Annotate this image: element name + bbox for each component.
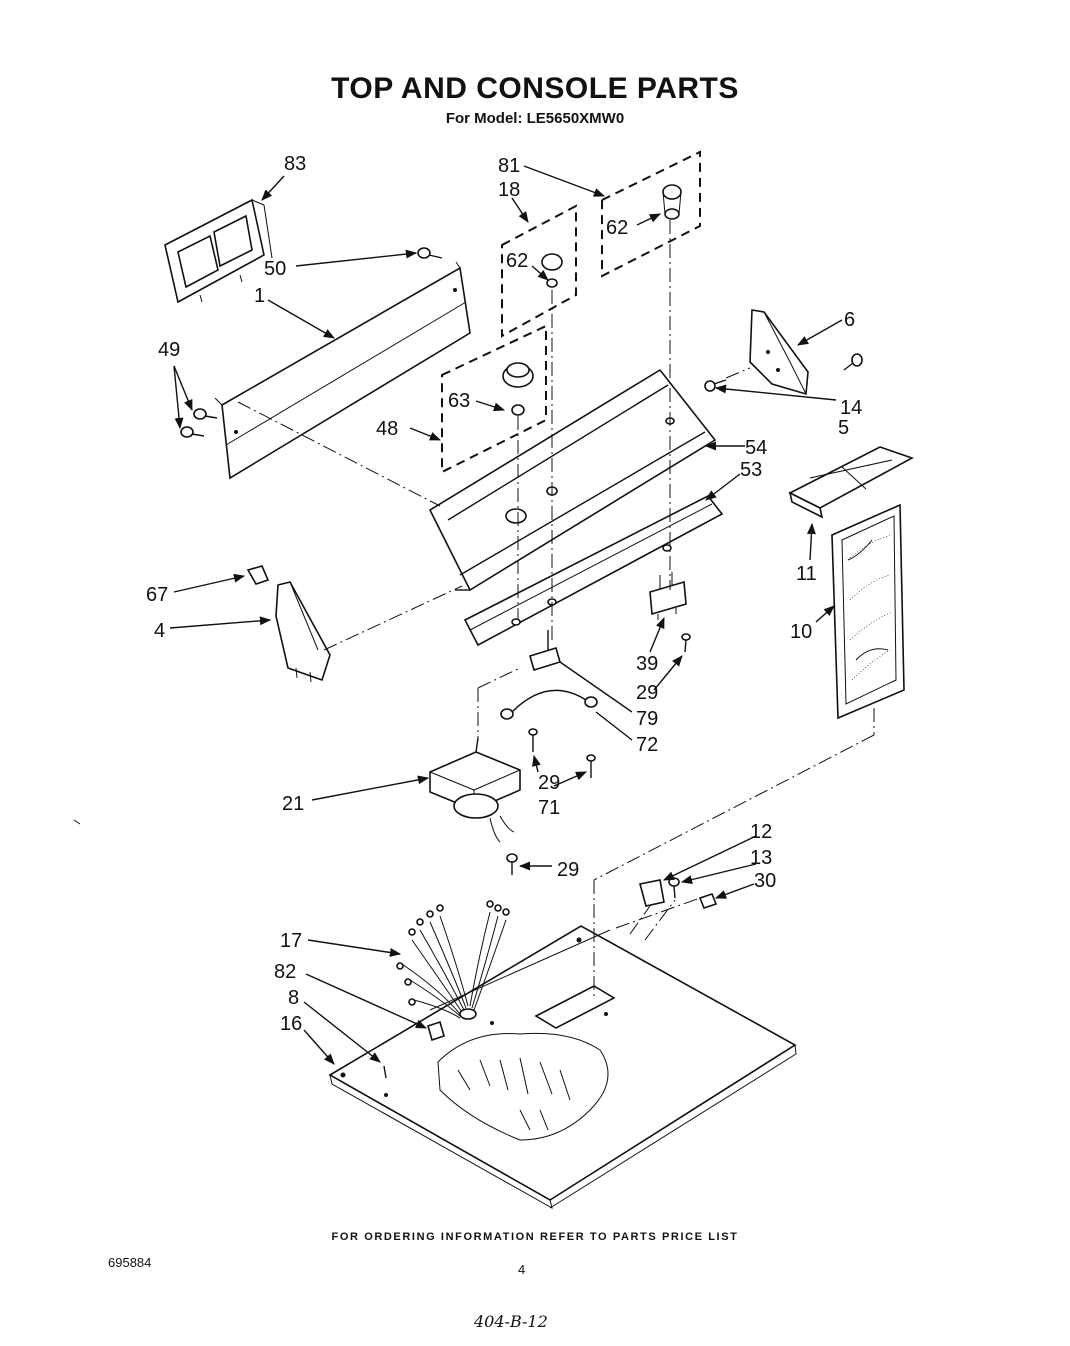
callout-54: 54 (745, 437, 767, 459)
nut-30 (698, 893, 718, 909)
dashed-box-18 (501, 204, 577, 338)
callout-29-timer: 29 (557, 859, 579, 881)
knob-63 (502, 362, 534, 416)
callout-18: 18 (498, 179, 520, 201)
screw-14 (843, 353, 863, 371)
part-4-end-cap (275, 581, 331, 683)
callout-4: 4 (154, 620, 165, 642)
document-number: 695884 (108, 1255, 152, 1270)
part-6-end-bracket (749, 309, 809, 396)
callout-1: 1 (254, 285, 265, 307)
part-79-bracket (529, 630, 561, 672)
page-title: TOP AND CONSOLE PARTS (331, 72, 739, 105)
screw-29-timer (506, 853, 518, 875)
callout-49: 49 (158, 339, 180, 361)
part-53-lower-channel (463, 494, 724, 647)
part-17-wire-harness (396, 900, 510, 1020)
part-10-lint-filter (831, 503, 905, 720)
callout-8: 8 (288, 987, 299, 1009)
callout-79: 79 (636, 708, 658, 730)
callout-10: 10 (790, 621, 812, 643)
part-54-console-channel (428, 368, 717, 592)
callout-5: 5 (838, 417, 849, 439)
part-83-bracket (164, 198, 273, 304)
callout-72: 72 (636, 734, 658, 756)
model-subtitle: For Model: LE5650XMW0 (445, 110, 625, 127)
screw-13 (668, 877, 680, 899)
dashed-box-81 (601, 150, 701, 278)
leader-lines (73, 165, 843, 1065)
callout-53: 53 (740, 459, 762, 481)
part-39-switch (649, 572, 687, 620)
part-67-clip (246, 565, 270, 585)
callout-labels: 83 81 18 62 62 50 1 6 49 63 14 5 48 54 5… (146, 153, 862, 1035)
callout-50: 50 (264, 258, 286, 280)
callout-63: 63 (448, 390, 470, 412)
callout-71: 71 (538, 797, 560, 819)
part-21-timer (429, 737, 521, 843)
callout-11: 11 (796, 563, 817, 585)
callout-21: 21 (282, 793, 304, 815)
callout-81: 81 (498, 155, 520, 177)
callout-6: 6 (844, 309, 855, 331)
callout-62-lower: 62 (506, 250, 528, 272)
callout-30: 30 (754, 870, 776, 892)
callout-13: 13 (750, 847, 772, 869)
screw-50 (417, 247, 443, 259)
dashed-box-48 (441, 324, 547, 474)
page-number: 4 (518, 1262, 526, 1277)
callout-17: 17 (280, 930, 302, 952)
screw-71 (586, 754, 596, 778)
alignment-lines (237, 220, 875, 1000)
part-16-top (328, 925, 797, 1210)
screw-49-lower (180, 426, 205, 438)
knob-62-lower (541, 253, 563, 288)
callout-67: 67 (146, 584, 168, 606)
callout-29-switch: 29 (636, 682, 658, 704)
ordering-info-note: FOR ORDERING INFORMATION REFER TO PARTS … (331, 1231, 739, 1243)
part-72-ground-wire (500, 689, 598, 720)
screw-29-switch (681, 633, 691, 653)
screw-29-wire (528, 728, 538, 752)
callout-48: 48 (376, 418, 398, 440)
screw-49-upper (193, 408, 218, 420)
part-8-fastener (383, 1065, 387, 1079)
part-82-clip (427, 1020, 445, 1042)
callout-39: 39 (636, 653, 658, 675)
part-11-filter-cover (788, 446, 914, 519)
callout-83: 83 (284, 153, 306, 175)
callout-16: 16 (280, 1013, 302, 1035)
knob-62-upper (662, 184, 682, 220)
callout-82: 82 (274, 961, 296, 983)
callout-14: 14 (840, 397, 862, 419)
part-12-clip (639, 879, 665, 907)
handwritten-note: 404-B-12 (474, 1312, 548, 1331)
callout-62-upper: 62 (606, 217, 628, 239)
callout-12: 12 (750, 821, 772, 843)
callout-29-wire: 29 (538, 772, 560, 794)
